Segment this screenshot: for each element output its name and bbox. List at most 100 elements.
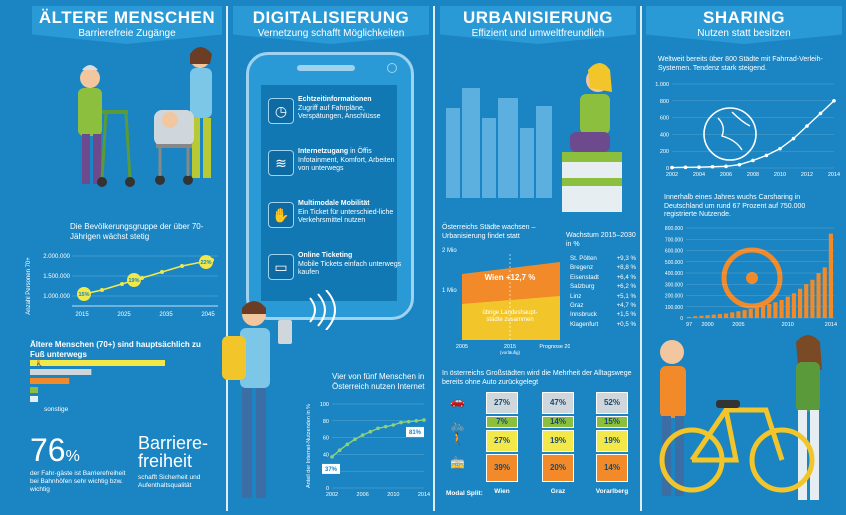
ytick-label: 300.000 [665, 282, 683, 288]
city-name: Graz [570, 302, 584, 310]
steering-wheel-icon [721, 247, 783, 309]
data-point [751, 158, 755, 163]
clock-icon: ◷ [268, 98, 294, 124]
city-name: Linz [570, 292, 582, 300]
split-city-label: Vorarlberg [595, 488, 629, 495]
column-divider [433, 6, 435, 511]
xtick-label: 2010 [782, 322, 794, 328]
chart-ylabel: Anzahl Personen 70+ [26, 257, 32, 315]
city-name: Eisenstadt [570, 273, 599, 281]
city-name: St. Pölten [570, 255, 597, 262]
split-cell: 27% [486, 392, 518, 414]
ytick-label: 100 [320, 402, 329, 408]
split-cell: 19% [596, 430, 628, 452]
bar [754, 307, 759, 318]
person-with-phone-illustration [222, 301, 292, 498]
stat-text: der Fahr-gäste ist Barrierefreiheit bei … [30, 470, 126, 493]
data-point [683, 165, 688, 170]
data-point [791, 136, 796, 141]
data-point [805, 124, 809, 128]
data-point [391, 423, 396, 427]
city-name: Klagenfurt [570, 320, 599, 328]
bar [791, 293, 796, 318]
ytick-label: 700.000 [665, 237, 683, 243]
xtick-label: 2035 [159, 312, 173, 318]
ytick-label: 40 [323, 452, 329, 458]
data-point [724, 164, 728, 169]
ytick-label: 1.000 [655, 82, 669, 88]
bar [717, 314, 722, 318]
data-point [737, 162, 742, 167]
split-cell: 7% [486, 416, 518, 428]
ytick: 1 Mio [442, 288, 457, 294]
data-point [337, 448, 342, 452]
bar [822, 267, 827, 318]
data-point [100, 288, 104, 292]
city-growth-row: St. Pölten+9,3 % [570, 254, 636, 263]
section-title: DIGITALISIERUNG [252, 8, 410, 27]
ytick-label: 200.000 [665, 294, 683, 300]
phone-speaker [297, 65, 355, 71]
annotation-label: 37% [325, 467, 338, 473]
population-chart: Anzahl Personen 70+ 1.000.0001.500.0002.… [26, 254, 218, 318]
car-sharing-text: Innerhalb eines Jahres wuchs Carsharing … [664, 194, 806, 218]
ytick-label: 1.000.000 [43, 294, 70, 300]
bike-sharing-text: Weltweit bereits über 800 Städte mit Fah… [658, 56, 823, 72]
xtick-label: 2005 [456, 344, 468, 350]
xtick-label: 2014 [825, 322, 837, 328]
bar [779, 300, 784, 318]
bar [687, 316, 692, 318]
xtick-label: 2025 [117, 312, 131, 318]
phone-camera [387, 63, 397, 73]
data-point [180, 264, 184, 268]
chart-ylabel: Anteil der Internet-Nutzenden in % [306, 404, 312, 488]
auto-icon: 🚗 [450, 394, 465, 408]
cities-text: Österreichs Städte wachsen – Urbanisieru… [442, 224, 536, 240]
city-growth-value: +0,5 % [616, 320, 636, 328]
rad-icon: 🚲 [450, 418, 465, 432]
annotation-badge [199, 255, 213, 269]
bike-wheel-icon [749, 427, 815, 493]
city-skyline-illustration [446, 63, 622, 212]
modal-label: Modal Split: [446, 490, 483, 497]
annotation-badge [127, 273, 141, 287]
data-point [697, 165, 701, 169]
bar [30, 396, 38, 402]
section-subtitle: Nutzen statt besitzen [697, 28, 791, 39]
annotation-badge [322, 463, 340, 474]
xtick-label: Prognose 2030 [539, 344, 570, 350]
data-point [832, 99, 836, 103]
city-name: Innsbruck [570, 311, 597, 319]
bar [30, 387, 38, 393]
bar [748, 309, 753, 318]
section-header-digital: DIGITALISIERUNG Vernetzung schafft Mögli… [233, 6, 429, 44]
stat-number-value: 76 [30, 432, 66, 468]
annotation-badge [77, 287, 91, 301]
stat-number: 76% [30, 432, 80, 469]
data-point [330, 455, 334, 459]
ytick-label: 400.000 [665, 271, 683, 277]
feature-description: Zugriff auf Fahrpläne, Verspätungen, Ans… [298, 104, 381, 121]
city-growth-row: Eisenstadt+6,4 % [570, 273, 636, 282]
bar [730, 312, 735, 318]
city-growth-row: Linz+5,1 % [570, 292, 636, 301]
bar [736, 311, 741, 318]
split-cell: 15% [596, 416, 628, 428]
internet-text: Vier von fünf Menschen in Österreich nut… [332, 372, 425, 391]
xtick-label: 2004 [693, 172, 705, 178]
data-point [414, 419, 419, 423]
split-cell: 52% [596, 392, 628, 414]
data-point [422, 418, 426, 422]
bar [804, 284, 809, 318]
split-cell: 47% [542, 392, 574, 414]
section-header-urban: URBANISIERUNG Effizient und umweltfreund… [440, 6, 636, 44]
data-point [764, 153, 769, 158]
xtick-label: 97 [686, 322, 692, 328]
feature-title: Online Ticketing [298, 252, 353, 259]
bar [810, 279, 815, 318]
